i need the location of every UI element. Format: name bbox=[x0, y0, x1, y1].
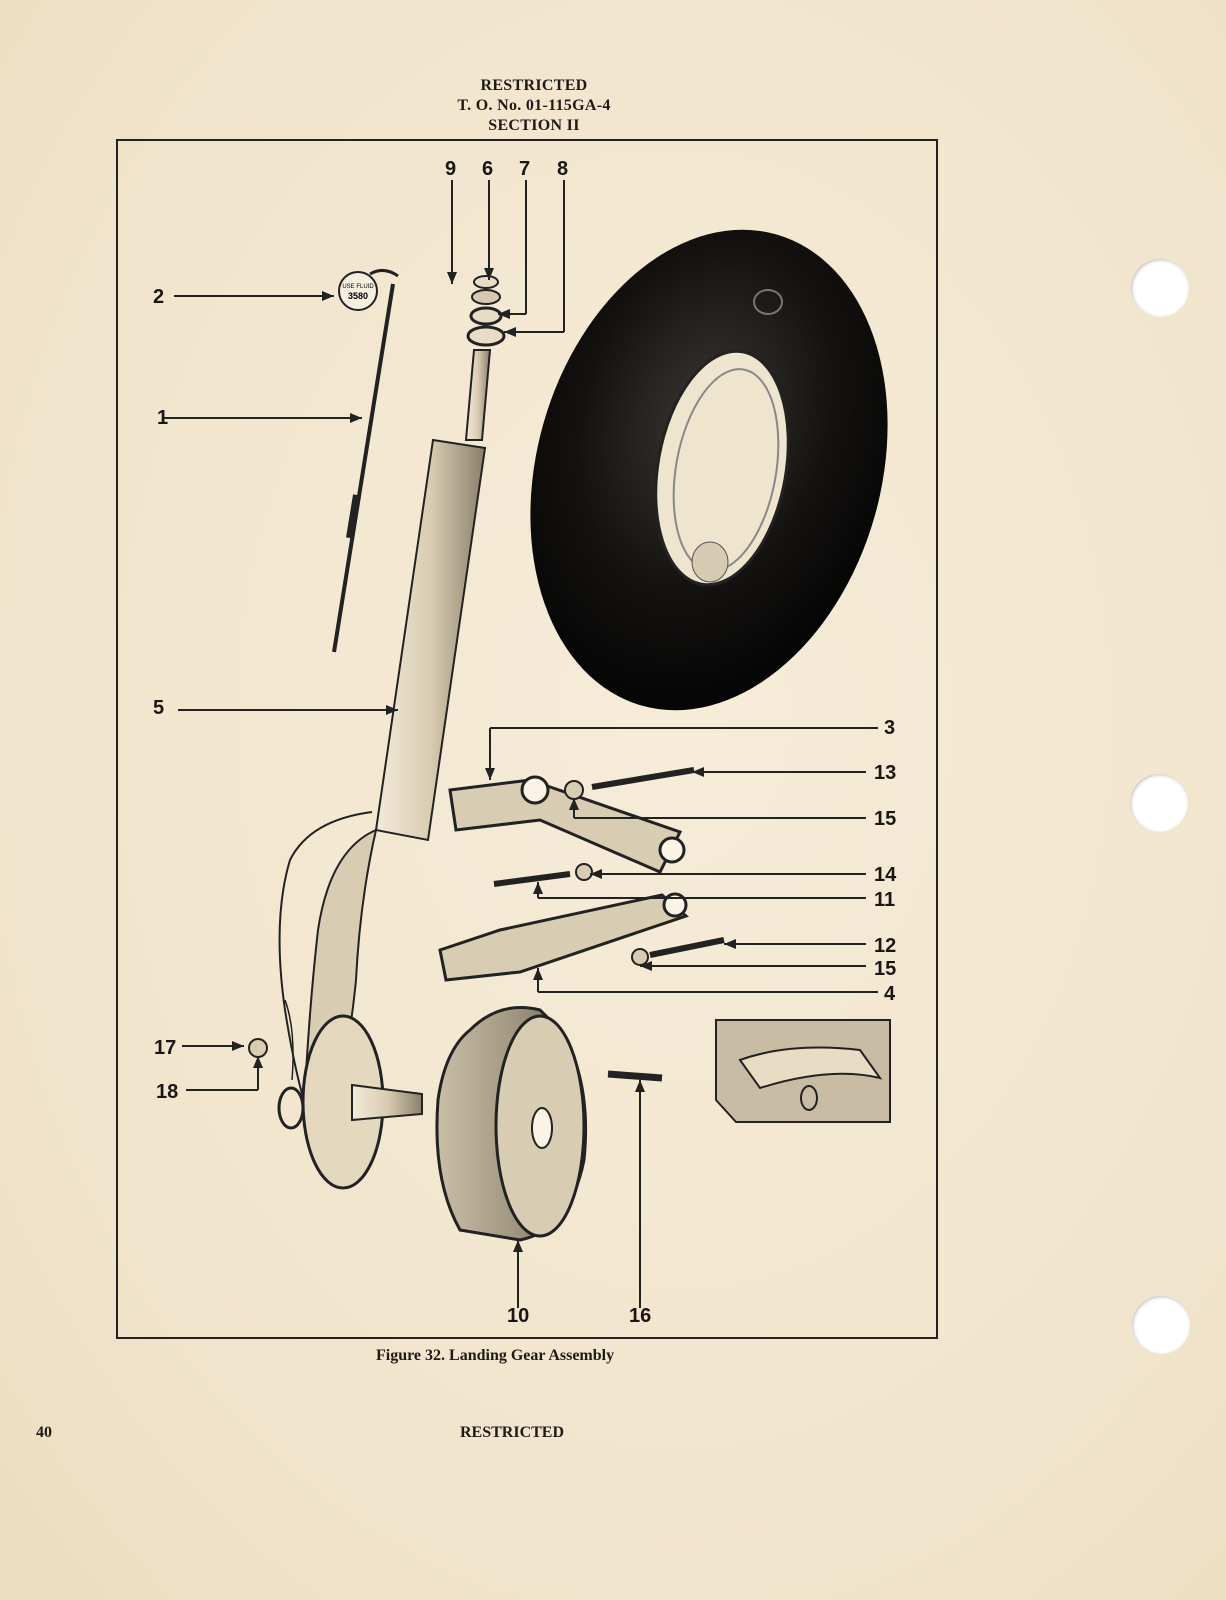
brake-wheel bbox=[435, 1006, 588, 1242]
arrow-heads bbox=[232, 268, 736, 1252]
figure-frame bbox=[116, 139, 938, 1339]
callout-3: 3 bbox=[884, 717, 895, 739]
callout-10: 10 bbox=[507, 1305, 529, 1327]
callout-4: 4 bbox=[884, 983, 896, 1005]
callout-5: 5 bbox=[153, 697, 164, 719]
torque-link-lower bbox=[438, 892, 689, 982]
callout-9: 9 bbox=[445, 158, 456, 180]
axle-flange bbox=[277, 1014, 423, 1190]
callout-18: 18 bbox=[156, 1081, 178, 1103]
header-restricted: RESTRICTED bbox=[480, 77, 588, 94]
callout-2: 2 bbox=[153, 286, 164, 308]
tire bbox=[530, 229, 888, 711]
callout-12: 12 bbox=[874, 935, 896, 957]
binder-hole-middle bbox=[1130, 774, 1188, 832]
washer-stack bbox=[466, 275, 506, 347]
binder-hole-top bbox=[1131, 259, 1189, 317]
piston-rod bbox=[464, 349, 492, 441]
footer-restricted: RESTRICTED bbox=[460, 1424, 565, 1441]
callout-14: 14 bbox=[874, 864, 897, 886]
callout-11: 11 bbox=[874, 889, 895, 911]
figure-caption: Figure 32. Landing Gear Assembly bbox=[376, 1347, 615, 1364]
callout-15-lower: 15 bbox=[874, 958, 896, 980]
page-number: 40 bbox=[36, 1424, 52, 1441]
leader-lines bbox=[164, 180, 878, 1308]
callout-13: 13 bbox=[874, 762, 896, 784]
callout-15-upper: 15 bbox=[874, 808, 896, 830]
fluid-tag-assembly bbox=[332, 269, 399, 653]
shock-strut bbox=[278, 438, 487, 1121]
header-tech-order: T. O. No. 01-115GA-4 bbox=[457, 97, 611, 114]
header-section: SECTION II bbox=[488, 117, 580, 134]
callout-7: 7 bbox=[519, 158, 530, 180]
fluid-tag-line1: USE FLUID bbox=[342, 284, 374, 290]
callout-16: 16 bbox=[629, 1305, 651, 1327]
callout-17: 17 bbox=[154, 1037, 176, 1059]
callout-1: 1 bbox=[157, 407, 168, 429]
fluid-tag-line2: 3580 bbox=[348, 291, 368, 301]
inset-detail bbox=[715, 1019, 891, 1123]
callout-6: 6 bbox=[482, 158, 493, 180]
callout-8: 8 bbox=[557, 158, 568, 180]
torque-link-upper bbox=[448, 775, 686, 874]
binder-hole-bottom bbox=[1132, 1296, 1190, 1354]
